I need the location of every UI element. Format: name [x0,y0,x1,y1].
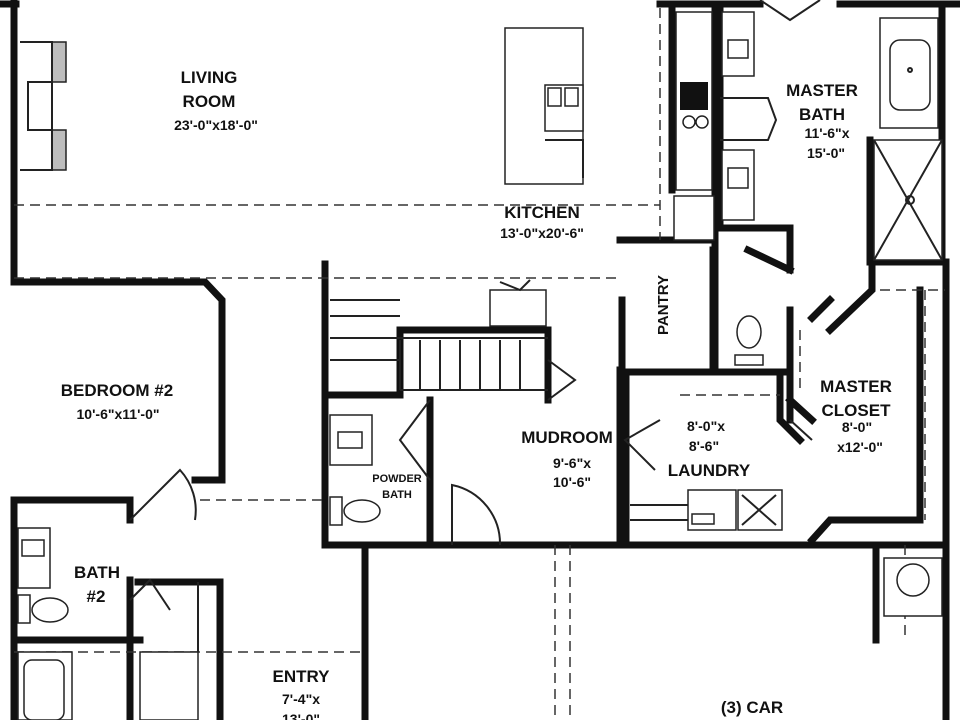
garage-label: (3) CAR [721,698,783,717]
kitchen-island [504,27,584,185]
mudroom-label: MUDROOM [521,428,613,447]
master-bath-label-2: BATH [799,105,845,124]
pantry-label: PANTRY [655,275,672,335]
living-room-label-1: LIVING [181,68,238,87]
laundry-fixtures [630,489,783,531]
powder-bath-label-1: POWDER [372,473,422,485]
master-bath-dims-1: 11'-6"x [804,125,849,141]
mudroom-dims-1: 9'-6"x [553,455,591,471]
master-bath-dims-2: 15'-0" [807,145,845,161]
entry-label: ENTRY [273,667,331,686]
powder-bath-label-2: BATH [382,489,412,501]
living-room-label-2: ROOM [183,92,236,111]
dashed-lines [14,8,945,720]
toilet-icon [734,315,764,366]
master-closet-label-1: MASTER [820,377,892,396]
master-closet-label-2: CLOSET [822,401,892,420]
master-closet-dims-2: x12'-0" [837,439,883,455]
bath2-label-1: BATH [74,563,120,582]
doors [129,0,821,611]
master-bath-fixtures [720,11,943,261]
master-closet-dims-1: 8'-0" [842,419,872,435]
bath2-fixtures [17,527,199,720]
mudroom-dims-2: 10'-6" [553,474,591,490]
laundry-dims-2: 8'-6" [689,438,719,454]
bedroom2-label: BEDROOM #2 [61,381,173,400]
kitchen-dims: 13'-0"x20'-6" [500,225,584,241]
living-room-dims: 23'-0"x18'-0" [174,117,258,133]
kitchen-label: KITCHEN [504,203,580,222]
stairs [330,279,548,391]
powder-bath-fixtures [329,414,381,526]
room-labels: LIVING ROOM 23'-0"x18'-0" KITCHEN 13'-0"… [61,68,892,720]
water-heater-icon [883,557,943,617]
kitchen-counter [673,11,715,241]
bedroom2-dims: 10'-6"x11'-0" [77,406,160,422]
master-bath-label-1: MASTER [786,81,858,100]
laundry-label: LAUNDRY [668,461,751,480]
laundry-dims-1: 8'-0"x [687,418,725,434]
bath2-label-2: #2 [87,587,106,606]
entry-dims-1: 7'-4"x [282,691,320,707]
fireplace [20,41,67,171]
entry-dims-2: 13'-0" [282,711,320,720]
